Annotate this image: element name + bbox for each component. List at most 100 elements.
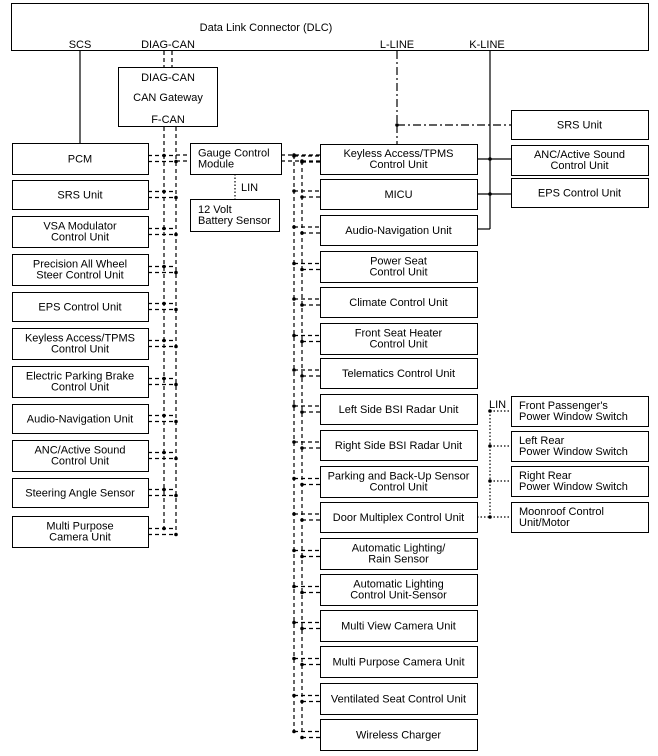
middle-unit-2: Audio-Navigation Unit <box>320 215 478 246</box>
middle-unit-0-frame <box>320 144 478 175</box>
lin-unit-1-label-line2: Power Window Switch <box>519 446 628 458</box>
junction-dot <box>292 656 296 661</box>
junction-dot <box>174 382 178 387</box>
middle-unit-1-label: MICU <box>384 189 412 201</box>
left-unit-4: EPS Control Unit <box>12 292 149 322</box>
middle-unit-9-label-line2: Control Unit <box>369 482 427 494</box>
junction-dot <box>300 590 304 595</box>
middle-unit-5-label-line2: Control Unit <box>369 339 427 351</box>
gauge-control-module-frame <box>190 143 282 175</box>
right-unit-1-frame <box>511 145 649 176</box>
lin-unit-3-label-line1: Moonroof Control <box>519 506 604 518</box>
middle-unit-8-frame <box>320 430 478 461</box>
middle-unit-15-label: Ventilated Seat Control Unit <box>331 694 466 706</box>
middle-unit-5-frame <box>320 323 478 355</box>
junction-dot <box>300 735 304 740</box>
middle-unit-3-frame <box>320 251 478 283</box>
middle-unit-4-frame <box>320 287 478 318</box>
scs-label: SCS <box>69 39 92 51</box>
left-unit-1-label: SRS Unit <box>57 190 102 202</box>
junction-dots <box>162 123 492 740</box>
connection-lines <box>79 51 511 739</box>
junction-dot <box>292 368 296 372</box>
junction-dot <box>300 662 304 667</box>
junction-dot <box>292 154 296 158</box>
left-unit-7-label: Audio-Navigation Unit <box>27 414 133 426</box>
middle-unit-4-label: Climate Control Unit <box>349 297 447 309</box>
gateway-diag-can-label: DIAG-CAN <box>141 72 195 84</box>
junction-dot <box>162 301 166 306</box>
middle-unit-12-label-line1: Automatic Lighting <box>353 579 444 591</box>
middle-unit-3-label-line1: Power Seat <box>370 256 427 268</box>
middle-unit-8-label: Right Side BSI Radar Unit <box>335 440 462 452</box>
junction-dot <box>292 620 296 625</box>
junction-dot <box>162 413 166 418</box>
junction-dot <box>292 189 296 193</box>
junction-dot <box>292 729 296 734</box>
middle-unit-11-frame <box>320 538 478 570</box>
lin-unit-1-label-line1: Left Rear <box>519 435 565 447</box>
lin-unit-0-label-line1: Front Passenger's <box>519 400 608 412</box>
left-unit-4-frame <box>12 292 149 322</box>
junction-dot <box>162 526 166 531</box>
junction-dot <box>300 699 304 704</box>
gateway-title: CAN Gateway <box>133 92 203 104</box>
can-gateway-frame <box>118 67 218 127</box>
junction-dot <box>292 548 296 553</box>
junction-dot <box>292 297 296 301</box>
middle-unit-5-label-line1: Front Seat Heater <box>355 328 443 340</box>
left-unit-9: Steering Angle Sensor <box>12 478 149 508</box>
junction-dot <box>300 374 304 378</box>
junction-dot <box>292 404 296 408</box>
junction-dot <box>162 450 166 455</box>
lin-unit-1-frame <box>511 431 649 462</box>
junction-dot <box>488 444 492 448</box>
lin-unit-0-label-line2: Power Window Switch <box>519 411 628 423</box>
lin-unit-3-frame <box>511 502 649 533</box>
junction-dot <box>300 195 304 199</box>
junction-dot <box>292 584 296 589</box>
left-unit-3-label-line2: Steer Control Unit <box>36 270 123 282</box>
middle-unit-13-label: Multi View Camera Unit <box>341 621 456 633</box>
middle-unit-2-frame <box>320 215 478 246</box>
middle-unit-14-frame <box>320 646 478 678</box>
middle-unit-10: Door Multiplex Control Unit <box>320 502 478 533</box>
junction-dot <box>162 487 166 492</box>
middle-unit-7-frame <box>320 394 478 425</box>
junction-dot <box>488 192 492 196</box>
junction-dot <box>300 267 304 272</box>
junction-dot <box>300 554 304 559</box>
lin-unit-3-label-line2: Unit/Motor <box>519 517 570 529</box>
left-unit-10-label-line2: Camera Unit <box>49 532 111 544</box>
middle-unit-2-label: Audio-Navigation Unit <box>345 225 451 237</box>
junction-dot <box>300 410 304 414</box>
junction-dot <box>174 344 178 349</box>
right-unit-2: EPS Control Unit <box>511 178 649 208</box>
junction-dot <box>292 476 296 481</box>
junction-dot <box>300 482 304 487</box>
diag-can-label: DIAG-CAN <box>141 39 195 51</box>
middle-unit-6-label: Telematics Control Unit <box>342 368 455 380</box>
middle-unit-4: Climate Control Unit <box>320 287 478 318</box>
junction-dot <box>162 226 166 231</box>
right-unit-2-label: EPS Control Unit <box>538 188 621 200</box>
left-unit-0-label: PCM <box>68 154 92 166</box>
left-unit-2-frame <box>12 216 149 248</box>
middle-unit-0-label-line1: Keyless Access/TPMS <box>343 148 453 160</box>
dlc-label: Data Link Connector (DLC) <box>200 22 333 34</box>
l-line-label: L-LINE <box>380 39 414 51</box>
left-unit-10-label-line1: Multi Purpose <box>46 521 113 533</box>
middle-unit-1-frame <box>320 179 478 210</box>
junction-dot <box>292 512 296 516</box>
junction-dot <box>488 515 492 519</box>
